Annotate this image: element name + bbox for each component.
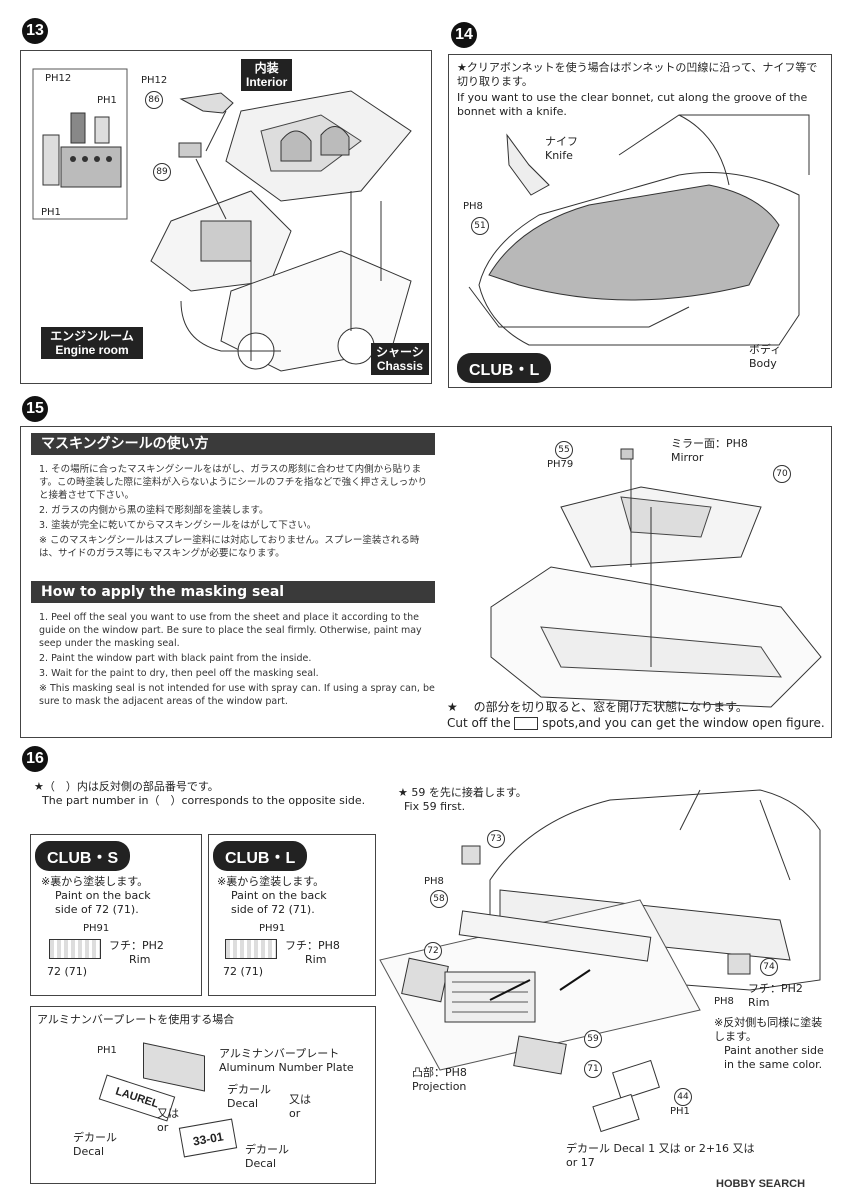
club-l-badge: CLUB・L bbox=[213, 841, 308, 871]
club-s-box: CLUB・S ※裏から塗装します。 Paint on the back side… bbox=[30, 834, 202, 996]
car-bonnet-illustration bbox=[468, 114, 810, 346]
aluminum-title: アルミナンバープレートを使用する場合 bbox=[37, 1013, 235, 1026]
part-71: 71 bbox=[584, 1060, 602, 1078]
part-70: 70 bbox=[773, 465, 791, 483]
masking-steps-en: 1. Peel off the seal you want to use fro… bbox=[39, 612, 435, 707]
aluminum-plate-part bbox=[143, 1042, 205, 1092]
club-l-parts: 72 (71) bbox=[223, 965, 264, 978]
masking-title-jp: マスキングシールの使い方 bbox=[31, 433, 435, 455]
hobby-search-watermark: HOBBY SEARCH bbox=[716, 1178, 806, 1190]
step15-panel: マスキングシールの使い方 1. その場所に合ったマスキングシールをはがし、ガラス… bbox=[20, 426, 832, 738]
club-s-badge: CLUB・S bbox=[35, 841, 131, 871]
masking-title-en: How to apply the masking seal bbox=[31, 581, 435, 603]
ph8-rim: PH8 bbox=[714, 996, 734, 1007]
part-89: 89 bbox=[153, 163, 171, 181]
part-59: 59 bbox=[584, 1030, 602, 1048]
window-illustration bbox=[490, 448, 822, 708]
step13-illustration bbox=[32, 68, 412, 372]
ph-label-15: PH79 bbox=[547, 459, 574, 470]
step-number-15: 15 bbox=[22, 396, 48, 422]
other-side-note: ※反対側も同様に塗装します。Paint another side in the … bbox=[714, 1016, 824, 1071]
part-58: 58 bbox=[430, 890, 448, 908]
step-number-14: 14 bbox=[451, 22, 477, 48]
cut-box-icon bbox=[514, 717, 539, 730]
club-s-paint-note: ※裏から塗装します。 Paint on the back side of 72 … bbox=[41, 875, 151, 916]
part-72: 72 bbox=[424, 942, 442, 960]
part-74: 74 bbox=[760, 958, 778, 976]
ph-label-13d: PH1 bbox=[41, 207, 61, 218]
part-51: 51 bbox=[471, 217, 489, 235]
ph1-44: PH1 bbox=[670, 1106, 690, 1117]
part-73: 73 bbox=[487, 830, 505, 848]
ph91-l: PH91 bbox=[259, 923, 286, 934]
ph-label-13c: PH1 bbox=[97, 95, 117, 106]
part-55: 55 bbox=[555, 441, 573, 459]
step14-note: ★クリアボンネットを使う場合はボンネットの凹線に沿って、ナイフ等で切り取ります。… bbox=[457, 61, 818, 118]
ph-label-14: PH8 bbox=[463, 201, 483, 212]
part-44: 44 bbox=[674, 1088, 692, 1106]
step16-note: ★（ ）内は反対側の部品番号です。 The part number in（ ）c… bbox=[34, 780, 366, 807]
fix-first-note: ★ 59 を先に接着します。 Fix 59 first. bbox=[398, 786, 527, 813]
masking-steps-jp: 1. その場所に合ったマスキングシールをはがし、ガラスの彫刻に合わせて内側から貼… bbox=[39, 464, 428, 559]
bottom-decal-note: デカール Decal 1 又は or 2+16 又は or 17 bbox=[566, 1142, 755, 1169]
number-plate: 33-01 bbox=[178, 1118, 238, 1158]
ph91-s: PH91 bbox=[83, 923, 110, 934]
club-l-grille-part bbox=[225, 939, 277, 959]
club-s-grille-part bbox=[49, 939, 101, 959]
step-number-16: 16 bbox=[22, 746, 48, 772]
step14-panel: ★クリアボンネットを使う場合はボンネットの凹線に沿って、ナイフ等で切り取ります。… bbox=[448, 54, 832, 388]
club-l-badge-14: CLUB・L bbox=[457, 353, 552, 383]
club-s-parts: 72 (71) bbox=[47, 965, 88, 978]
ph-label-13b: PH12 bbox=[141, 75, 168, 86]
club-l-paint-note: ※裏から塗装します。 Paint on the back side of 72 … bbox=[217, 875, 327, 916]
ph1-plate: PH1 bbox=[97, 1045, 117, 1056]
ph8-58: PH8 bbox=[424, 876, 444, 887]
step-number-13: 13 bbox=[22, 18, 48, 44]
club-l-box: CLUB・L ※裏から塗装します。 Paint on the back side… bbox=[208, 834, 376, 996]
part-86: 86 bbox=[145, 91, 163, 109]
cut-off-note: ★ の部分を切り取ると、窓を開けた状態になります。 Cut off the sp… bbox=[447, 700, 825, 730]
ph-label-13a: PH12 bbox=[45, 73, 72, 84]
